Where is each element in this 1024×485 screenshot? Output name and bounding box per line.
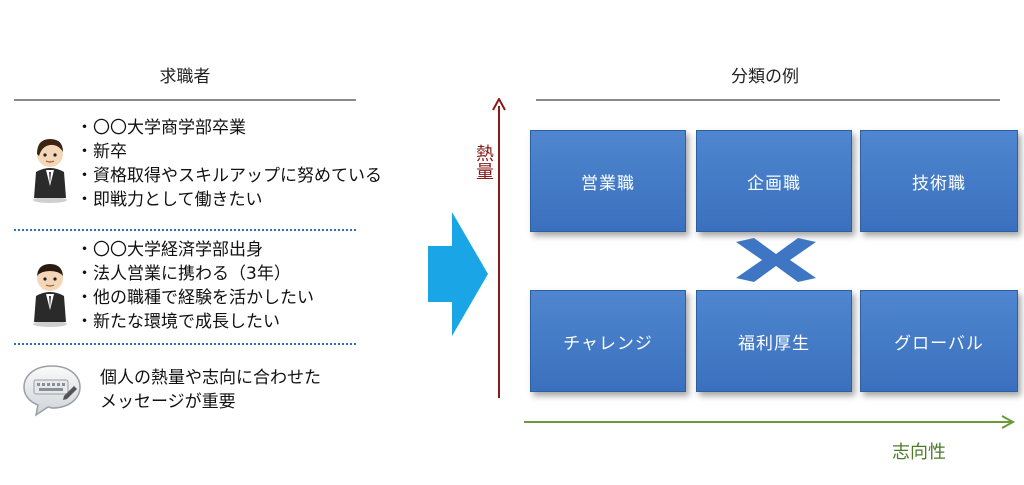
bullet-item: ・新卒 bbox=[76, 142, 127, 162]
tile-planning: 企画職 bbox=[696, 130, 852, 232]
seeker-header: 求職者 bbox=[159, 67, 211, 87]
y-axis-arrow bbox=[492, 96, 506, 400]
divider-2 bbox=[14, 343, 356, 345]
x-axis-arrow bbox=[524, 414, 1016, 430]
tile-benefits: 福利厚生 bbox=[696, 290, 852, 392]
y-axis-label: 熱量 bbox=[472, 144, 494, 186]
tile-challenge: チャレンジ bbox=[530, 290, 686, 392]
cross-icon bbox=[732, 236, 820, 284]
seeker-1-bullets: ・〇〇大学商学部卒業 ・新卒 ・資格取得やスキルアップに努めている ・即戦力とし… bbox=[76, 116, 382, 212]
seeker-2-bullets: ・〇〇大学経済学部出身 ・法人営業に携わる（3年） ・他の職種で経験を活かしたい… bbox=[76, 238, 314, 334]
bullet-item: ・新たな環境で成長したい bbox=[76, 312, 280, 332]
y-axis-label-text: 熱量 bbox=[473, 144, 494, 180]
bullet-item: ・資格取得やスキルアップに努めている bbox=[76, 166, 382, 186]
bullet-item: ・即戦力として働きたい bbox=[76, 190, 263, 210]
seeker-header-rule bbox=[14, 99, 356, 101]
bullet-item: ・〇〇大学商学部卒業 bbox=[76, 118, 246, 138]
person-icon bbox=[28, 134, 72, 204]
tile-global: グローバル bbox=[860, 290, 1018, 392]
message-line: メッセージが重要 bbox=[100, 392, 236, 412]
divider-1 bbox=[14, 229, 356, 231]
x-axis-label: 志向性 bbox=[892, 442, 946, 463]
speech-bubble-icon bbox=[20, 362, 84, 418]
tile-sales: 営業職 bbox=[530, 130, 686, 232]
tile-engineering: 技術職 bbox=[860, 130, 1018, 232]
right-arrow bbox=[428, 212, 488, 336]
bullet-item: ・他の職種で経験を活かしたい bbox=[76, 288, 314, 308]
bullet-item: ・法人営業に携わる（3年） bbox=[76, 264, 291, 284]
classification-header: 分類の例 bbox=[731, 67, 799, 87]
message-text: 個人の熱量や志向に合わせた メッセージが重要 bbox=[100, 366, 321, 414]
message-line: 個人の熱量や志向に合わせた bbox=[100, 368, 321, 388]
bullet-item: ・〇〇大学経済学部出身 bbox=[76, 240, 263, 260]
person-icon bbox=[28, 258, 72, 328]
classification-header-rule bbox=[536, 99, 1000, 101]
